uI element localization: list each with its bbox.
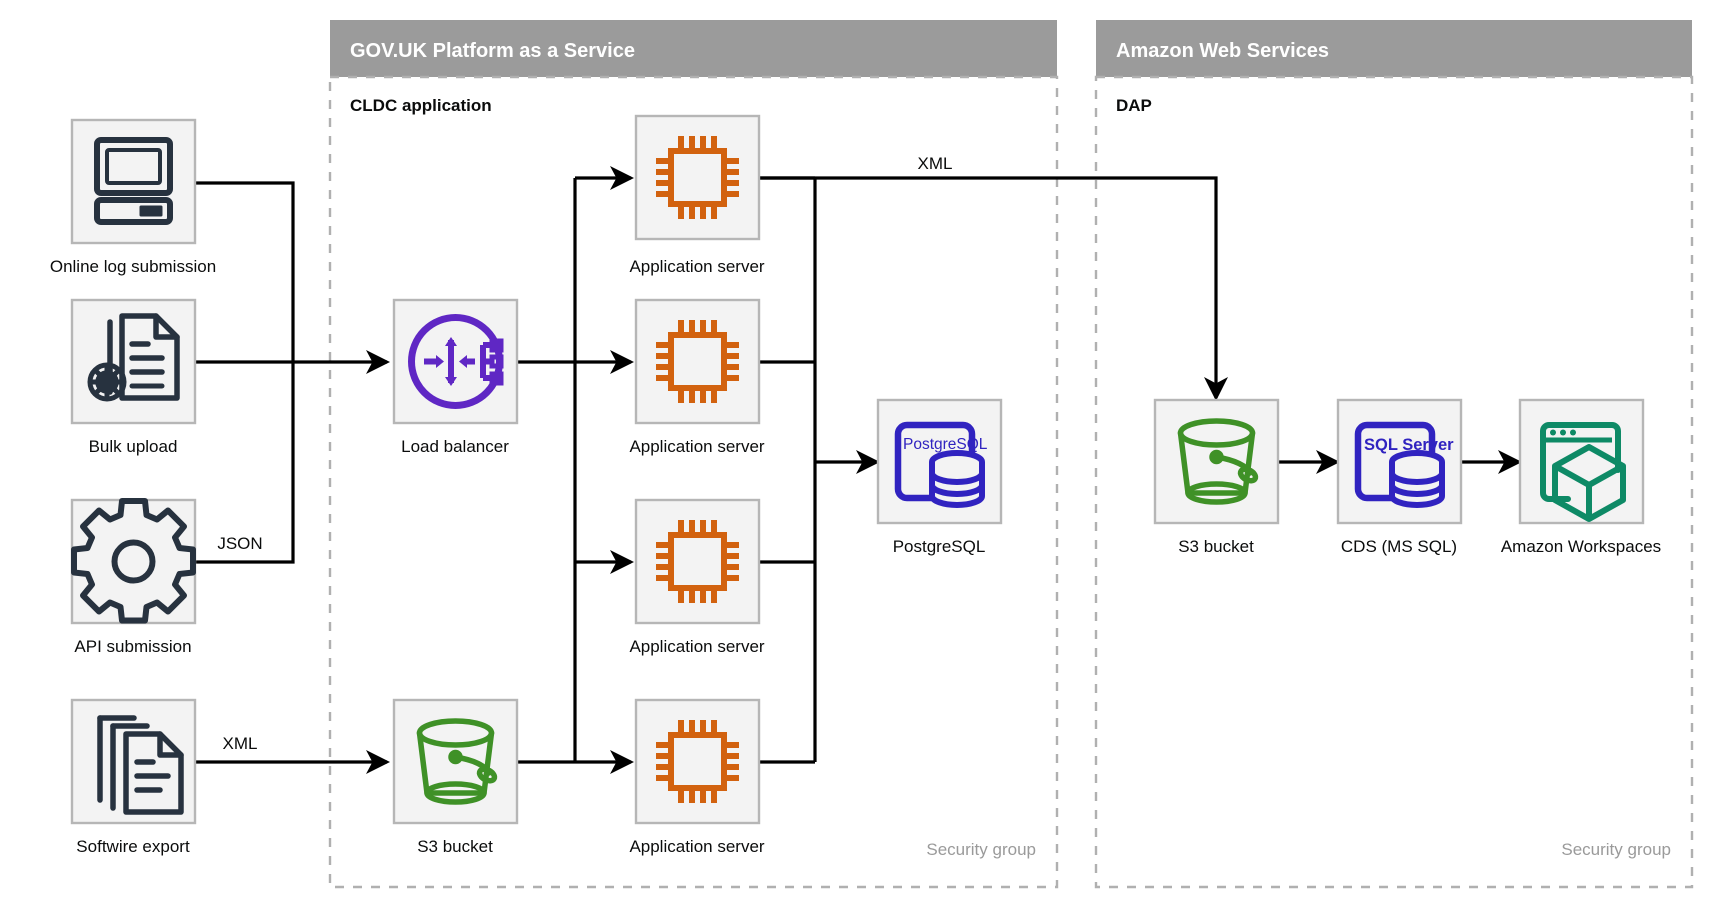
postgresql-icon: PostgreSQL [894,421,988,508]
node-cds-ms-sql[interactable]: SQL Server CDS (MS SQL) [1336,398,1463,556]
cpu-chip-icon [656,136,739,219]
softwire-export-label: Softwire export [76,837,190,856]
postgresql-label: PostgreSQL [893,537,986,556]
node-load-balancer[interactable]: Load balancer [392,298,519,456]
zone-aws: Amazon Web Services DAP Security group [1094,20,1694,889]
sql-server-icon-text: SQL Server [1364,436,1454,454]
bulk-upload-label: Bulk upload [89,437,178,456]
app-server-3-label: Application server [629,637,764,656]
load-balancer-label: Load balancer [401,437,509,456]
app-server-3-iconbox [634,498,761,625]
node-online-log-submission[interactable]: Online log submission [50,118,216,276]
aws-group-label: DAP [1116,96,1152,115]
online-log-submission-label: Online log submission [50,257,216,276]
node-app-server-3[interactable]: Application server [629,498,765,656]
node-amazon-workspaces[interactable]: Amazon Workspaces [1501,398,1661,556]
app-server-1-label: Application server [629,257,764,276]
edge-online-log-to-balancer [195,181,295,362]
cpu-chip-icon [656,720,739,803]
document-gear-icon [87,313,180,402]
api-submission-label: API submission [74,637,191,656]
node-postgresql[interactable]: PostgreSQL PostgreSQL [876,398,1003,556]
paas-group-label: CLDC application [350,96,492,115]
app-server-2-label: Application server [629,437,764,456]
s3-bucket-paas-label: S3 bucket [417,837,493,856]
node-app-server-4[interactable]: Application server [629,698,765,856]
edge-api-submission-to-bus [195,362,295,564]
app-server-4-label: Application server [629,837,764,856]
node-s3-bucket-paas[interactable]: S3 bucket [392,698,519,856]
edge-label-xml-source: XML [223,734,258,753]
s3-bucket-icon [1177,418,1259,505]
aws-header-title: Amazon Web Services [1116,40,1329,62]
cpu-chip-icon [656,520,739,603]
edge-label-json: JSON [217,534,262,553]
app-server-4-iconbox [634,698,761,825]
connectors [195,166,1522,774]
document-stack-icon [97,715,184,815]
cpu-chip-icon [656,320,739,403]
node-app-server-1[interactable]: Application server [629,114,765,276]
node-bulk-upload[interactable]: Bulk upload [70,298,197,456]
edge-xml-app-server-to-dap-s3 [757,176,1228,401]
gear-icon [71,498,196,624]
node-softwire-export[interactable]: Softwire export [70,698,197,856]
amazon-workspaces-label: Amazon Workspaces [1501,537,1661,556]
s3-bucket-dap-label: S3 bucket [1178,537,1254,556]
cds-ms-sql-label: CDS (MS SQL) [1341,537,1457,556]
desktop-computer-icon [94,137,173,225]
sql-server-icon: SQL Server [1354,421,1454,508]
app-server-1-iconbox [634,114,761,241]
zone-paas: GOV.UK Platform as a Service CLDC applic… [328,20,1059,889]
postgresql-icon-text: PostgreSQL [903,436,988,453]
s3-bucket-icon [416,718,498,805]
paas-security-group-boundary [328,75,1059,889]
paas-header-title: GOV.UK Platform as a Service [350,40,635,62]
edge-label-xml-export: XML [918,154,953,173]
amazon-workspaces-icon [1540,422,1626,522]
paas-security-group-label: Security group [926,840,1036,859]
node-api-submission[interactable]: API submission [70,498,197,656]
aws-security-group-label: Security group [1561,840,1671,859]
aws-header-bar [1096,20,1692,77]
node-s3-bucket-dap[interactable]: S3 bucket [1153,398,1280,556]
paas-header-bar [330,20,1057,77]
amazon-workspaces-iconbox [1518,398,1645,525]
app-server-2-iconbox [634,298,761,425]
node-app-server-2[interactable]: Application server [629,298,765,456]
load-balancer-icon [408,314,504,409]
